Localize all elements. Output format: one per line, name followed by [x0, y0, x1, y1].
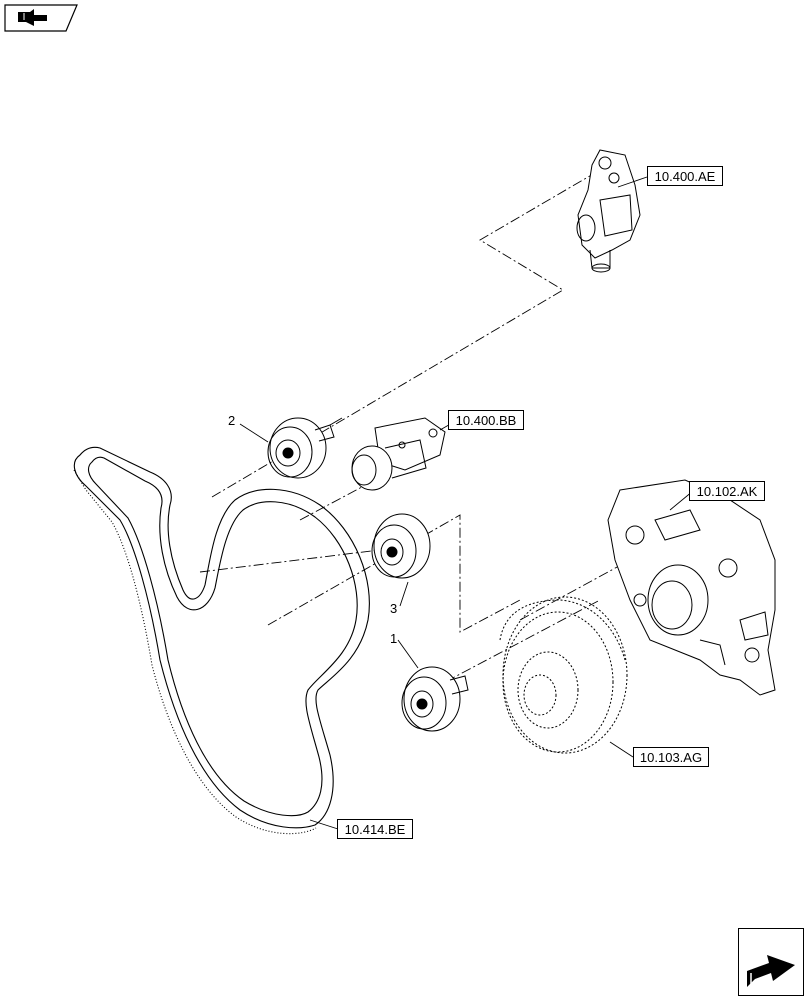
vibration-damper — [499, 596, 628, 754]
belt-outer-edge — [73, 446, 370, 829]
belt-inner-edge — [87, 456, 358, 817]
centerline-water-pump — [211, 169, 601, 498]
idler-pulley — [401, 666, 469, 732]
item-number-guide: 3 — [390, 601, 398, 616]
tensioner-pulley — [267, 417, 343, 479]
callout-thermostat-housing[interactable]: 10.400.BB — [448, 410, 524, 430]
item-number-idler: 1 — [390, 631, 398, 646]
timing-cover — [607, 479, 776, 696]
thermostat-housing — [351, 417, 446, 491]
guide-pulley — [371, 513, 431, 579]
callout-water-pump[interactable]: 10.400.AE — [647, 166, 723, 186]
callout-vibration-damper[interactable]: 10.103.AG — [633, 747, 709, 767]
next-page-button[interactable] — [738, 928, 804, 996]
callout-timing-cover[interactable]: 10.102.AK — [689, 481, 765, 501]
book-arrow-icon — [4, 4, 78, 32]
centerline-idler — [429, 599, 601, 691]
callout-drive-belt[interactable]: 10.414.BE — [337, 819, 413, 839]
water-pump — [576, 149, 641, 273]
belt-thickness-left — [73, 469, 317, 835]
drive-belt — [73, 446, 370, 835]
centerline-thermostat — [299, 479, 376, 521]
item-number-tensioner: 2 — [228, 413, 236, 428]
next-page-arrow-icon — [747, 955, 795, 987]
centerline-timing — [519, 559, 631, 621]
